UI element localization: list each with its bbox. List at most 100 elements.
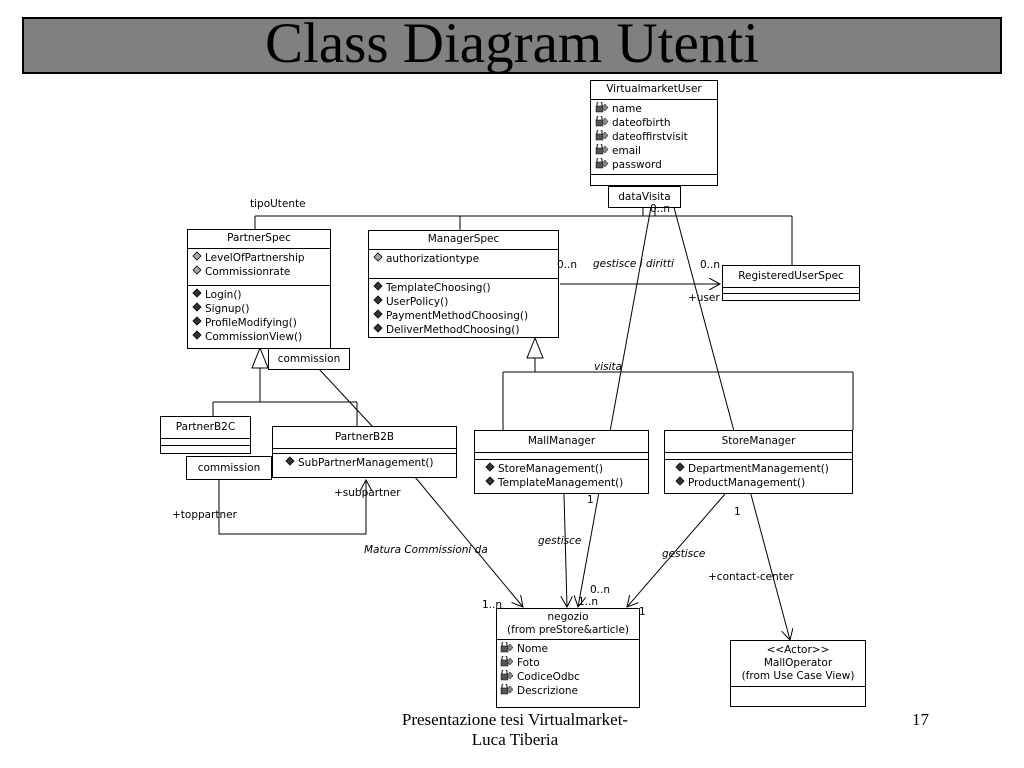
- class-mallmanager[interactable]: MallManager StoreManagement() TemplateMa…: [474, 430, 649, 494]
- role-label-toppartner: +toppartner: [172, 509, 237, 521]
- operations-section: SubPartnerManagement(): [273, 454, 456, 472]
- gen-manager-triangle: [526, 336, 544, 359]
- class-name: PartnerSpec: [188, 230, 330, 249]
- diamond-outline-icon: [373, 252, 383, 266]
- note-commission-top[interactable]: commission: [268, 348, 350, 370]
- class-negozio[interactable]: negozio (from preStore&article) Nome Fot…: [496, 608, 640, 708]
- slide-title: Class Diagram Utenti: [265, 12, 759, 75]
- attributes-section: [161, 439, 250, 446]
- operations-section: [723, 294, 859, 299]
- attributes-section: [723, 288, 859, 294]
- class-registereduserspec[interactable]: RegisteredUserSpec: [722, 265, 860, 301]
- class-name: MallManager: [475, 431, 648, 453]
- attributes-section: name dateofbirth dateoffirstvisit email …: [591, 100, 717, 175]
- multiplicity-label: 1..n: [578, 596, 599, 608]
- multiplicity-label: 0..n: [700, 259, 721, 271]
- attributes-section: [475, 453, 648, 460]
- operation-row: StoreManagement(): [479, 462, 644, 476]
- operation-row: UserPolicy(): [373, 295, 554, 309]
- class-name: RegisteredUserSpec: [723, 266, 859, 288]
- class-managerspec[interactable]: ManagerSpec authorizationtype TemplateCh…: [368, 230, 559, 338]
- actor-malloperator[interactable]: <<Actor>> MallOperator (from Use Case Vi…: [730, 640, 866, 707]
- operation-row: ProfileModifying(): [192, 316, 326, 330]
- class-name: PartnerB2C: [161, 417, 250, 439]
- operation-row: PaymentMethodChoosing(): [373, 309, 554, 323]
- attribute-row: email: [595, 142, 713, 158]
- diamond-icon: [285, 456, 295, 470]
- attributes-section: Nome Foto CodiceOdbc Descrizione: [497, 640, 639, 700]
- operations-section: StoreManagement() TemplateManagement(): [475, 460, 648, 492]
- multiplicity-label: 0..n: [650, 203, 671, 215]
- diamond-icon: [675, 476, 685, 490]
- operations-section: DepartmentManagement() ProductManagement…: [665, 460, 852, 492]
- diamond-icon: [192, 288, 202, 302]
- class-storemanager[interactable]: StoreManager DepartmentManagement() Prod…: [664, 430, 853, 494]
- label-tipo-utente: tipoUtente: [250, 198, 306, 210]
- operation-row: Login(): [192, 288, 326, 302]
- note-datavisita[interactable]: dataVisita: [608, 186, 681, 208]
- assoc-matura-commissioni: [414, 476, 523, 607]
- diamond-icon: [675, 462, 685, 476]
- operation-row: ProductManagement(): [669, 476, 848, 490]
- diamond-icon: [485, 462, 495, 476]
- multiplicity-label: 1: [587, 494, 594, 506]
- actor-subtitle: (from Use Case View): [741, 670, 855, 682]
- label-gestisce-i-diritti: gestisce i diritti: [593, 258, 674, 270]
- gen-partner-triangle: [251, 346, 269, 369]
- class-partnerb2b[interactable]: PartnerB2B SubPartnerManagement(): [272, 426, 457, 478]
- multiplicity-label: 0..n: [557, 259, 578, 271]
- label-visita: visita: [594, 361, 623, 373]
- attribute-row: Commissionrate: [192, 265, 326, 279]
- class-partnerspec[interactable]: PartnerSpec LevelOfPartnership Commissio…: [187, 229, 331, 349]
- lock-diamond-icon: [500, 668, 514, 685]
- attribute-row: name: [595, 100, 713, 116]
- lock-diamond-icon: [500, 640, 514, 657]
- operation-row: DeliverMethodChoosing(): [373, 323, 554, 337]
- assoc-visita-negozio: [578, 184, 656, 607]
- multiplicity-label: 1: [734, 506, 741, 518]
- lock-diamond-icon: [595, 156, 609, 173]
- diamond-icon: [373, 281, 383, 295]
- operation-row: TemplateManagement(): [479, 476, 644, 490]
- diamond-outline-icon: [192, 265, 202, 279]
- diamond-icon: [373, 295, 383, 309]
- diamond-icon: [373, 323, 383, 337]
- diamond-icon: [485, 476, 495, 490]
- attribute-row: CodiceOdbc: [500, 668, 636, 685]
- attributes-section: [731, 687, 865, 695]
- lock-diamond-icon: [595, 114, 609, 131]
- class-name: ManagerSpec: [369, 231, 558, 250]
- role-label-user: +user: [688, 292, 720, 304]
- assoc-storemanager-negozio: [627, 493, 726, 607]
- role-label-subpartner: +subpartner: [334, 487, 401, 499]
- attribute-row: Nome: [500, 640, 636, 657]
- attribute-row: dateoffirstvisit: [595, 128, 713, 144]
- assoc-mallmanager-negozio: [564, 493, 567, 607]
- attribute-row: LevelOfPartnership: [192, 251, 326, 265]
- operations-section: [161, 446, 250, 452]
- actor-stereotype: <<Actor>>: [766, 644, 830, 656]
- class-subtitle: (from preStore&article): [506, 624, 630, 636]
- class-virtualmarketuser[interactable]: VirtualmarketUser name dateofbirth dateo…: [590, 80, 718, 186]
- label-matura-commissioni: Matura Commissioni da: [364, 544, 488, 556]
- class-name: VirtualmarketUser: [591, 81, 717, 100]
- page-number: 17: [912, 710, 929, 729]
- lock-diamond-icon: [500, 654, 514, 671]
- operation-row: Signup(): [192, 302, 326, 316]
- note-commission-left[interactable]: commission: [186, 456, 272, 480]
- gen-line-top: [255, 185, 792, 217]
- commission-note-link: [317, 367, 373, 427]
- class-name-block: negozio (from preStore&article): [497, 609, 639, 640]
- class-name: StoreManager: [665, 431, 852, 453]
- class-partnerb2c[interactable]: PartnerB2C: [160, 416, 251, 454]
- label-gestisce-mall: gestisce: [538, 535, 582, 547]
- actor-name-block: <<Actor>> MallOperator (from Use Case Vi…: [731, 641, 865, 687]
- lock-diamond-icon: [500, 682, 514, 699]
- attributes-section: [273, 449, 456, 454]
- operation-row: CommissionView(): [192, 330, 326, 344]
- footer-line-1: Presentazione tesi Virtualmarket-: [401, 710, 629, 729]
- multiplicity-label: 1..n: [482, 599, 503, 611]
- title-bar: [22, 17, 1002, 74]
- attributes-section: [665, 453, 852, 460]
